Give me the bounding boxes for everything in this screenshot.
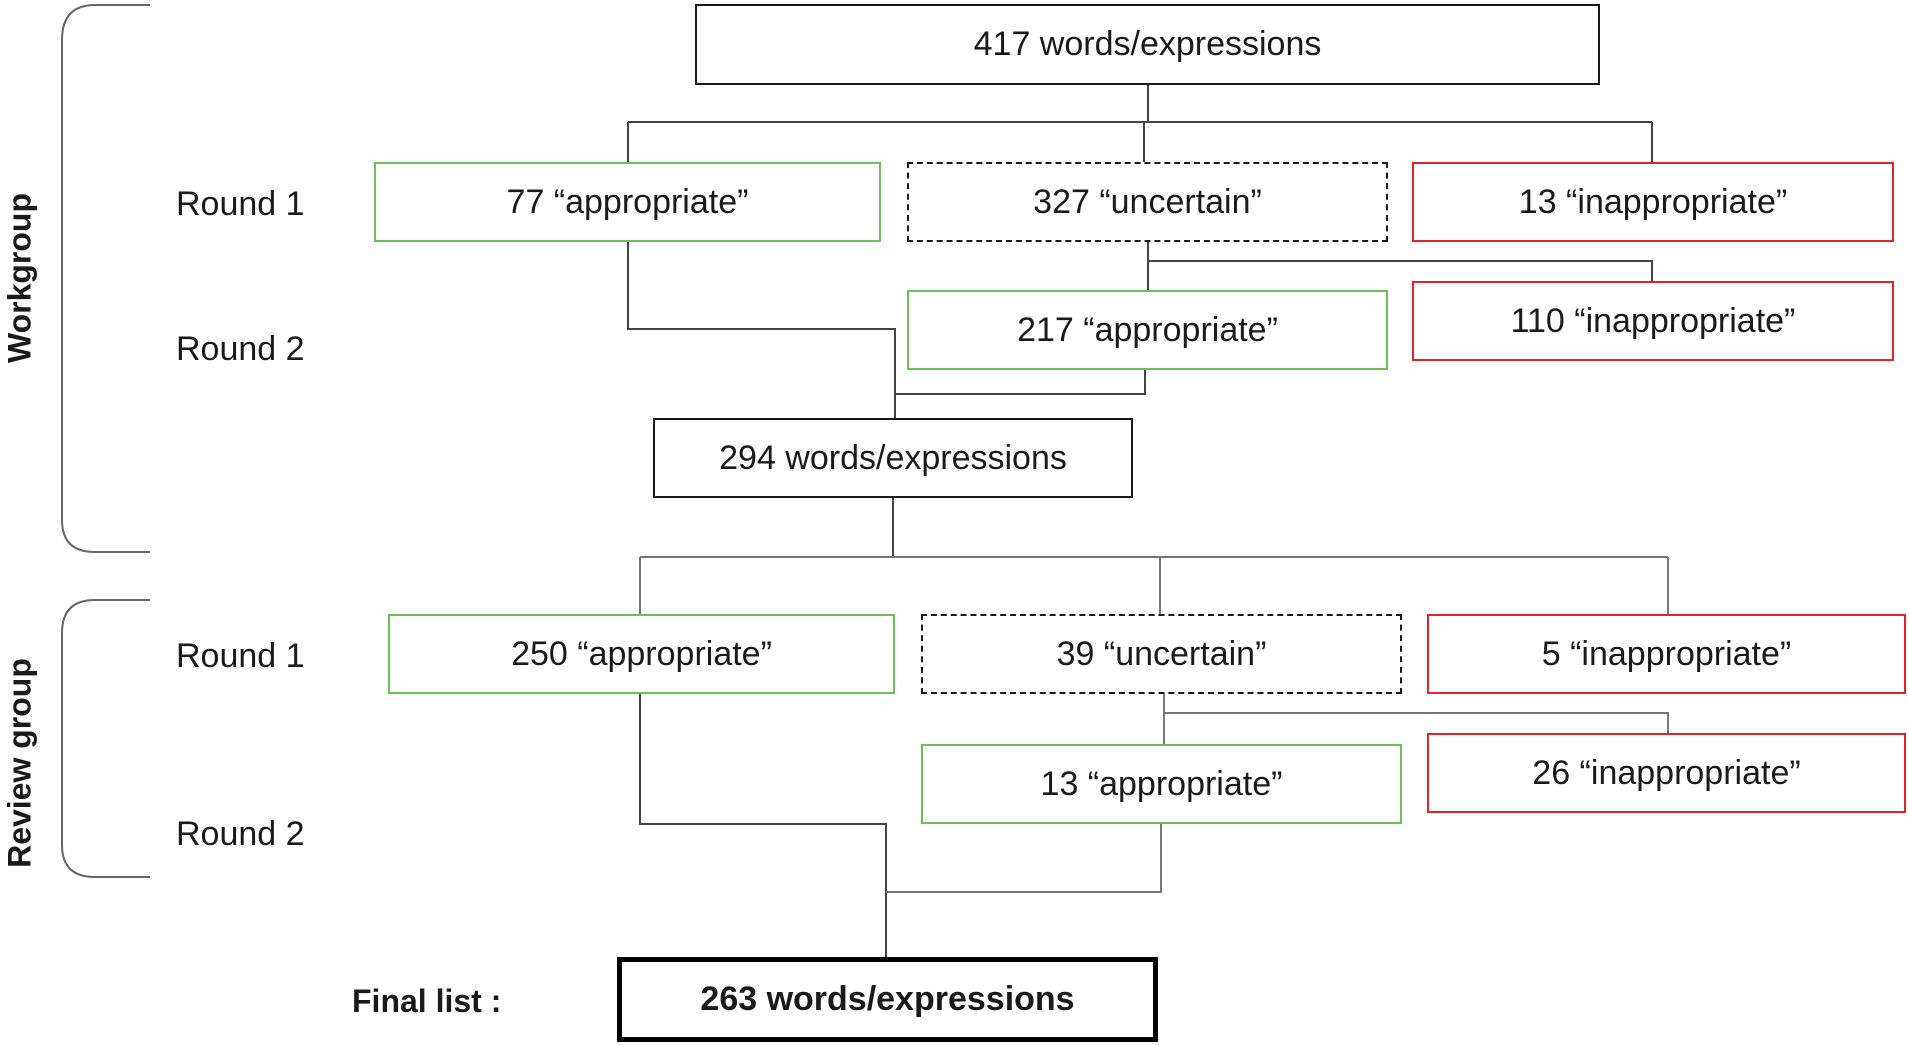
wg-r1-uncertain-box: 327 “uncertain”	[907, 162, 1388, 242]
review-group-brace	[61, 599, 150, 878]
connector-review-split	[639, 556, 1669, 614]
workgroup-round2-label: Round 2	[176, 330, 305, 368]
wg-r2-appropriate-box: 217 “appropriate”	[907, 290, 1388, 370]
start-box: 417 words/expressions	[695, 4, 1600, 85]
rg-r1-inappropriate-box: 5 “inappropriate”	[1427, 614, 1906, 694]
workgroup-label: Workgroup	[1, 192, 38, 364]
connector-wg-r2-appropriate-merge	[895, 368, 1146, 395]
rg-r1-appropriate-box: 250 “appropriate”	[388, 614, 895, 694]
final-list-box: 263 words/expressions	[617, 957, 1158, 1042]
connector-start-split	[627, 85, 1653, 162]
wg-r2-inappropriate-box: 110 “inappropriate”	[1412, 281, 1894, 361]
connector-wg-r1-appropriate-merge	[627, 242, 896, 418]
rg-r2-appropriate-box: 13 “appropriate”	[921, 744, 1402, 824]
wg-r1-appropriate-box: 77 “appropriate”	[374, 162, 881, 242]
review-round2-label: Round 2	[176, 815, 305, 853]
connector-rg-r2-appropriate-merge	[886, 824, 1162, 893]
connector-rg-uncertain-split	[1163, 694, 1669, 744]
review-group-label: Review group	[1, 658, 38, 868]
review-round1-label: Round 1	[176, 637, 305, 675]
rg-r1-uncertain-box: 39 “uncertain”	[921, 614, 1402, 694]
workgroup-brace	[61, 4, 150, 553]
connector-wg-uncertain-split	[1147, 242, 1653, 290]
wg-result-box: 294 words/expressions	[653, 418, 1133, 498]
wg-r1-inappropriate-box: 13 “inappropriate”	[1412, 162, 1894, 242]
rg-r2-inappropriate-box: 26 “inappropriate”	[1427, 733, 1906, 813]
final-list-label: Final list :	[352, 983, 502, 1019]
connector-rg-r1-appropriate-merge	[639, 694, 887, 957]
workgroup-round1-label: Round 1	[176, 185, 305, 223]
